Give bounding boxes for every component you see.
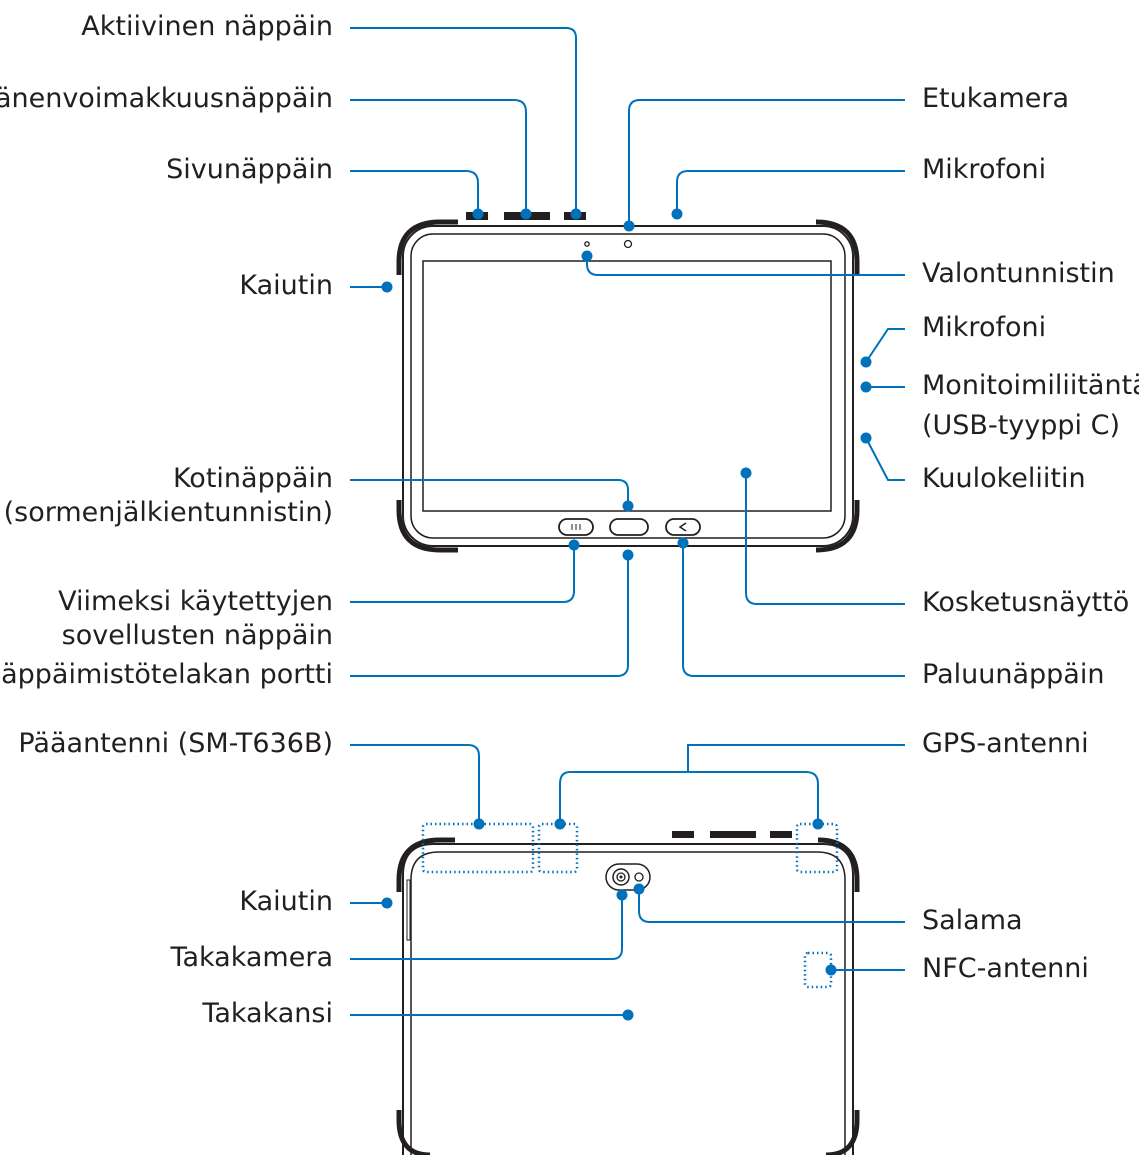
dot-gps-left	[554, 818, 566, 830]
label-main-antenna: Pääantenni (SM-T636B)	[18, 728, 333, 759]
dot-nfc-antenna	[825, 964, 837, 976]
leader-keyboard-dock	[350, 555, 629, 677]
front-corner-br	[815, 500, 860, 553]
leader-flash	[638, 889, 905, 923]
front-device	[396, 212, 860, 553]
dot-touchscreen	[740, 467, 752, 479]
dot-keyboard-dock	[622, 549, 634, 561]
back-frame-outer	[402, 843, 854, 1155]
nfc-antenna-region	[803, 951, 833, 989]
label-gps-antenna: GPS-antenni	[922, 728, 1089, 759]
dot-speaker-back	[381, 897, 393, 909]
flash-lens	[634, 872, 644, 882]
dot-earphone-jack	[860, 432, 872, 444]
callout-leaders	[350, 27, 905, 1016]
label-back-key: Paluunäppäin	[922, 659, 1105, 690]
label-earphone-jack: Kuulokeliitin	[922, 463, 1086, 494]
dot-mic-side	[860, 356, 872, 368]
front-camera-lens	[623, 239, 633, 249]
label-speaker-back: Kaiutin	[239, 886, 333, 917]
gps-antenna-region-left	[537, 822, 579, 874]
label-front-camera: Etukamera	[922, 83, 1070, 114]
label-light-sensor: Valontunnistin	[922, 258, 1115, 289]
dot-back-cover	[622, 1009, 634, 1021]
gps-antenna-region-right	[795, 822, 839, 874]
leader-light-sensor	[586, 256, 905, 276]
dot-active-key	[570, 208, 582, 220]
front-corner-tr	[815, 219, 860, 275]
leader-rear-camera	[350, 895, 623, 960]
back-key-shape	[665, 518, 701, 536]
back-speaker-slot	[406, 879, 411, 941]
label-mic-side: Mikrofoni	[922, 312, 1047, 343]
dot-home-key	[622, 500, 634, 512]
dot-volume-key	[520, 208, 532, 220]
label-mic-top: Mikrofoni	[922, 154, 1047, 185]
leader-mic-side	[865, 328, 905, 363]
rear-camera-housing	[605, 863, 651, 891]
leader-volume-key	[350, 99, 527, 212]
label-recent-apps-line2: sovellusten näppäin	[61, 620, 333, 651]
leader-main-antenna	[350, 744, 480, 824]
callout-dots	[381, 208, 872, 1021]
label-speaker-front: Kaiutin	[239, 270, 333, 301]
dot-side-key	[472, 208, 484, 220]
dot-mic-top	[671, 208, 683, 220]
label-home-key-line1: Kotinäppäin	[172, 463, 333, 494]
leader-back-key	[682, 543, 905, 677]
back-device	[396, 822, 860, 1155]
light-sensor-dot	[584, 241, 590, 247]
leader-touchscreen	[745, 473, 905, 605]
label-touchscreen: Kosketusnäyttö	[922, 587, 1130, 618]
leader-recent-apps	[350, 545, 575, 603]
label-active-key: Aktiivinen näppäin	[81, 11, 333, 42]
label-flash: Salama	[922, 905, 1023, 936]
front-corner-bl	[396, 500, 458, 553]
dot-speaker-front	[381, 281, 393, 293]
leader-mic-top	[676, 170, 905, 214]
label-rear-camera: Takakamera	[170, 942, 333, 973]
label-multipurpose-jack-line1: Monitoimiliitäntä	[922, 370, 1139, 401]
main-antenna-region	[421, 822, 535, 874]
leader-side-key	[350, 170, 479, 212]
label-back-cover: Takakansi	[202, 998, 333, 1029]
dot-flash	[633, 883, 645, 895]
front-corner-tl	[396, 219, 458, 275]
label-nfc-antenna: NFC-antenni	[922, 953, 1089, 984]
dot-light-sensor	[581, 250, 593, 262]
front-frame-inner	[410, 233, 846, 539]
back-frame-inner	[410, 851, 846, 1155]
label-keyboard-dock: Näppäimistötelakan portti	[0, 659, 333, 690]
recent-apps-key-shape	[558, 518, 594, 536]
front-screen	[422, 260, 832, 512]
dot-recent-apps	[568, 539, 580, 551]
dot-rear-camera	[616, 889, 628, 901]
label-recent-apps-line1: Viimeksi käytettyjen	[58, 586, 333, 617]
dot-back-key	[677, 537, 689, 549]
leader-earphone-jack	[865, 437, 905, 481]
label-multipurpose-jack-line2: (USB-tyyppi C)	[922, 410, 1120, 441]
leader-front-camera	[628, 99, 905, 226]
leader-home-key	[350, 479, 629, 506]
rear-camera-lens	[612, 868, 630, 886]
label-volume-key: Äänenvoimakkuusnäppäin	[0, 83, 333, 114]
dot-front-camera	[623, 220, 635, 232]
home-key-shape	[609, 518, 649, 536]
label-home-key-line2: (sormenjälkientunnistin)	[3, 497, 333, 528]
dot-main-antenna	[473, 818, 485, 830]
dot-gps-right	[812, 818, 824, 830]
leader-active-key	[350, 27, 577, 212]
leader-gps-antenna	[559, 744, 905, 824]
dot-multipurpose-jack	[860, 381, 872, 393]
label-side-key: Sivunäppäin	[166, 154, 333, 185]
